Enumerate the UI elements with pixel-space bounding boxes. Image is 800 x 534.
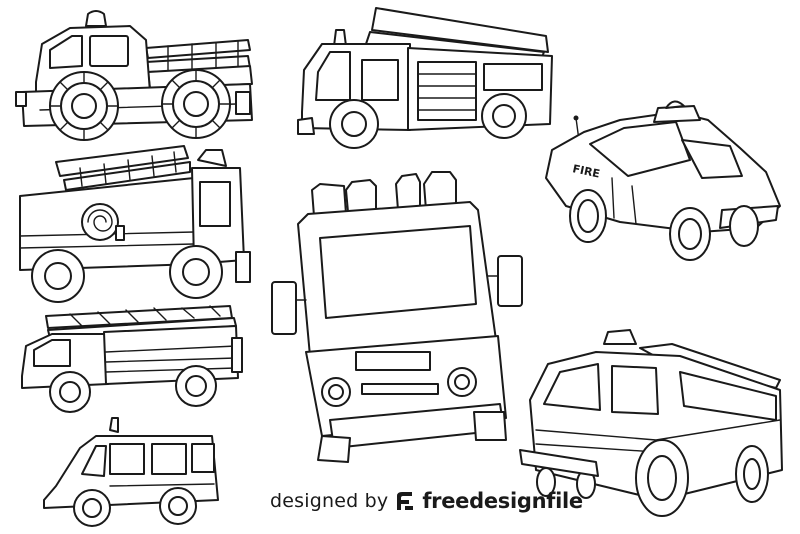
- freedesignfile-logo-icon: [397, 492, 414, 510]
- boxy-ladder-truck: [297, 7, 553, 149]
- hose-reel-ladder-truck: [19, 145, 251, 303]
- police-style-fire-car: FIRE: [545, 100, 781, 261]
- front-view-fire-truck: [271, 171, 523, 463]
- ladder-monster-truck: [15, 10, 253, 141]
- fire-door-label: FIRE: [571, 162, 601, 180]
- small-fire-van: [43, 417, 219, 527]
- long-ladder-truck: [21, 305, 243, 413]
- credit-line: designed by freedesignfile: [270, 486, 583, 516]
- wheel-front: [161, 69, 231, 139]
- credit-brand: freedesignfile: [422, 489, 583, 513]
- wheel-rear: [49, 71, 119, 141]
- perspective-fire-truck: [519, 329, 783, 517]
- credit-prefix: designed by: [270, 490, 389, 512]
